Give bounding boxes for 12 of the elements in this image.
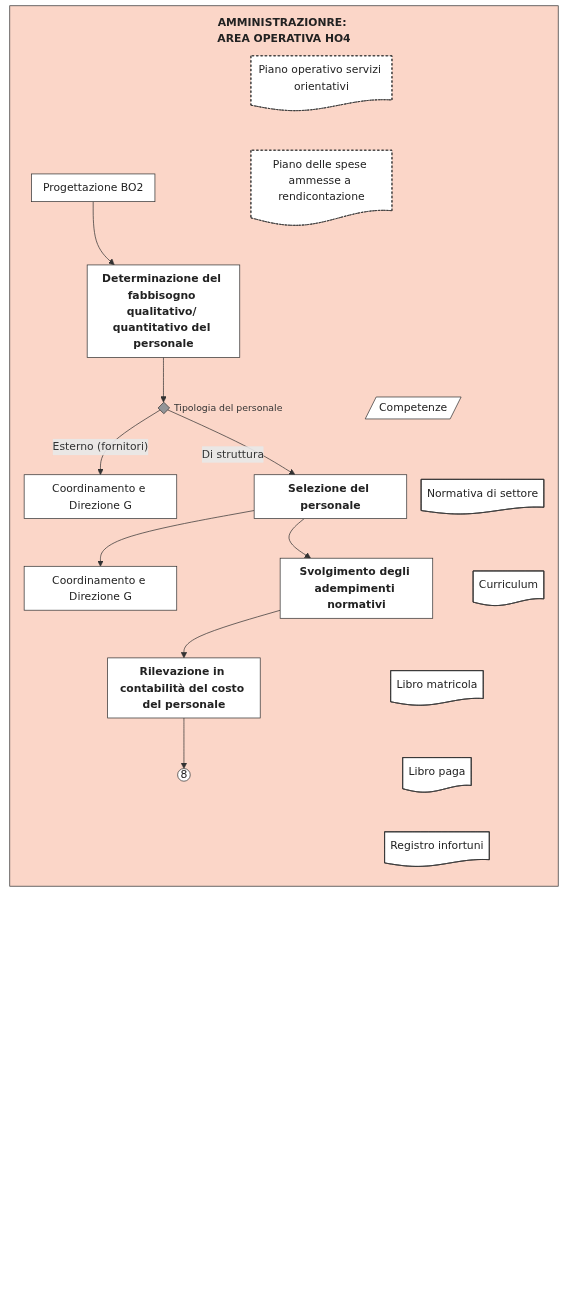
node-box: Selezione del personale [253, 474, 408, 519]
node-diamond [157, 401, 170, 415]
edge-label: Esterno (fornitori) [52, 440, 149, 454]
node-box: Coordinamento e Direzione G [23, 474, 178, 519]
node-box: Rilevazione in contabilità del costo del personale [107, 657, 261, 719]
node-box: Determinazione del fabbisogno qualitativo/ quantitativo del personale [86, 264, 241, 358]
node-box: Coordinamento e Direzione G [23, 565, 178, 611]
node-circle: 8 [177, 768, 191, 782]
node-box: Progettazione BO2 [31, 173, 156, 202]
node-box: Svolgimento degli adempimenti normativi [279, 557, 434, 619]
edge-label: Di struttura [201, 447, 264, 461]
node-caption: Tipologia del personale [173, 401, 283, 413]
